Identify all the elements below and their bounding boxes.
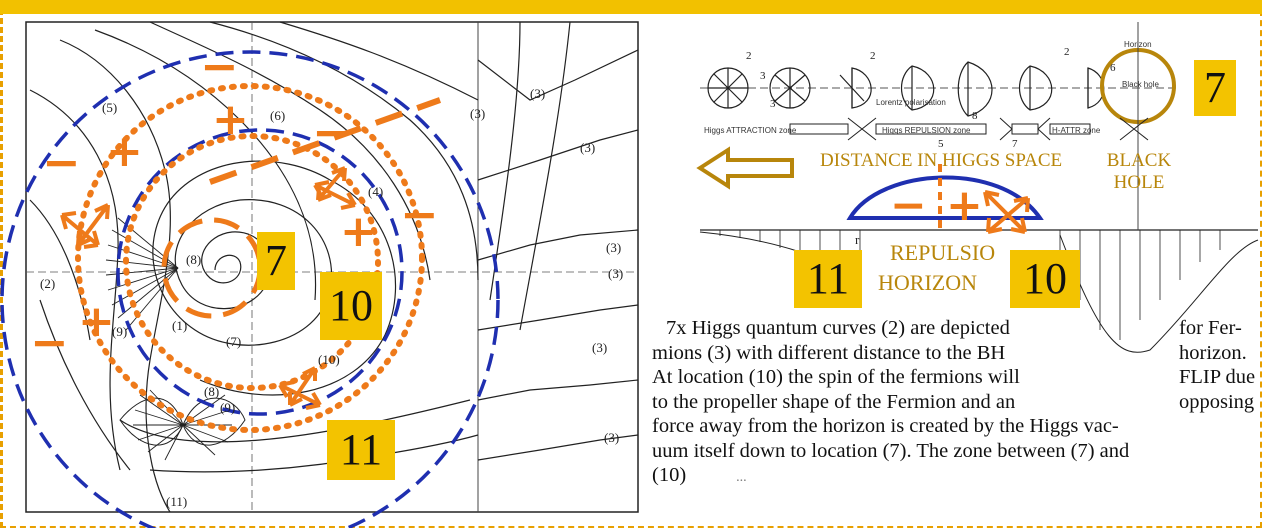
propeller-shape bbox=[119, 397, 246, 446]
badge-7-left: 7 bbox=[257, 232, 295, 290]
orange-dashed-diagonal bbox=[208, 97, 442, 185]
curve-label-3f: (3) bbox=[604, 430, 620, 445]
curve-label-2: (2) bbox=[40, 276, 56, 291]
plus-sign: + bbox=[946, 180, 983, 231]
num-label: 3 bbox=[770, 98, 776, 110]
badge-10-left: 10 bbox=[320, 272, 382, 340]
caption-line: (10) bbox=[652, 464, 687, 487]
badge-11-left: 11 bbox=[327, 420, 395, 480]
zone-bars bbox=[789, 117, 1149, 141]
num-label: 8 bbox=[972, 110, 978, 122]
num-label: 2 bbox=[746, 50, 752, 62]
caption-line: At location (10) the spin of the fermion… bbox=[652, 366, 1020, 389]
plus-sign: + bbox=[212, 94, 249, 145]
distance-arrow bbox=[696, 146, 794, 190]
plus-sign: + bbox=[106, 126, 143, 177]
curve-label-3b: (3) bbox=[530, 86, 546, 101]
curve-label-3g: (3) bbox=[608, 266, 624, 281]
badge-11-right: 11 bbox=[794, 250, 862, 308]
repulsion-curve bbox=[1059, 234, 1259, 353]
repulsion-label: REPULSIO bbox=[890, 240, 996, 265]
top-band bbox=[0, 0, 1262, 14]
minus-sign: − bbox=[200, 39, 239, 93]
badge-10-right: 10 bbox=[1010, 250, 1080, 308]
black-hole-label: BLACK HOLE bbox=[1106, 150, 1172, 193]
caption-line: force away from the horizon is created b… bbox=[652, 415, 1119, 437]
num-label: 2 bbox=[870, 50, 876, 62]
orange-dotted-circle-outer bbox=[75, 83, 425, 433]
caption-line: horizon. bbox=[1179, 341, 1247, 364]
curve-label-8b: (8) bbox=[204, 384, 220, 399]
horizon-small-label: Horizon bbox=[1124, 40, 1152, 49]
minus-sign: − bbox=[42, 135, 81, 189]
orange-double-arrow-right bbox=[983, 190, 1030, 234]
minus-sign: − bbox=[400, 187, 439, 241]
repulsion-zone-label: Higgs REPULSION zone bbox=[882, 126, 971, 135]
num-label: 6 bbox=[1110, 62, 1116, 74]
distance-in-higgs-space-label: DISTANCE IN HIGGS SPACE bbox=[820, 150, 1063, 171]
minus-sign: − bbox=[30, 315, 69, 369]
curve-label-5: (5) bbox=[102, 100, 118, 115]
fermion-propellers bbox=[707, 61, 1105, 117]
lorentz-polarisation-label: Lorentz polarisation bbox=[876, 98, 946, 107]
curve-label-3e: (3) bbox=[592, 340, 608, 355]
orange-double-arrows bbox=[60, 166, 357, 410]
curve-label-8: (8) bbox=[186, 252, 202, 267]
caption-line: opposing bbox=[1179, 390, 1255, 413]
repulsion-dome bbox=[846, 175, 1044, 220]
caption-ellipsis: ... bbox=[736, 470, 747, 486]
horizon-label: HORIZON bbox=[878, 270, 977, 295]
caption-line: 7x Higgs quantum curves (2) are depicted bbox=[666, 317, 1010, 339]
curve-label-6: (6) bbox=[270, 108, 286, 123]
blue-dashed-circle-outer bbox=[0, 50, 500, 528]
curve-label-7: (7) bbox=[226, 334, 242, 349]
left-diagram-border bbox=[25, 21, 639, 513]
curve-label-3c: (3) bbox=[580, 140, 596, 155]
plus-sign: + bbox=[340, 206, 377, 257]
h-attr-zone-label: H-ATTR zone bbox=[1052, 126, 1101, 135]
orange-dashed-circle-small bbox=[161, 217, 263, 319]
r-label: r bbox=[855, 232, 860, 247]
caption-line: to the propeller shape of the Fermion an… bbox=[652, 390, 1016, 413]
caption-line: for Fer- bbox=[1179, 317, 1242, 339]
caption-line: uum itself down to location (7). The zon… bbox=[652, 439, 1130, 462]
num-label: 7 bbox=[1012, 138, 1018, 150]
orange-dotted-circle-inner bbox=[123, 133, 381, 391]
badge-7-right: 7 bbox=[1194, 60, 1236, 116]
curve-label-9b: (9) bbox=[220, 400, 236, 415]
num-label: 2 bbox=[1064, 46, 1070, 58]
num-label: 3 bbox=[760, 70, 766, 82]
minus-sign: − bbox=[890, 180, 927, 231]
curve-label-1: (1) bbox=[172, 318, 188, 333]
attraction-zone-label: Higgs ATTRACTION zone bbox=[704, 126, 797, 135]
curve-label-4: (4) bbox=[368, 184, 384, 199]
blue-dashed-circle-inner bbox=[116, 128, 404, 416]
minus-sign: − bbox=[312, 105, 351, 159]
black-hole-small-label: Black hole bbox=[1122, 80, 1159, 89]
caption-line: mions (3) with different distance to the… bbox=[652, 341, 1006, 364]
num-label: 5 bbox=[938, 138, 944, 150]
curve-label-3d: (3) bbox=[606, 240, 622, 255]
curve-label-3a: (3) bbox=[470, 106, 486, 121]
curve-label-10: (10) bbox=[318, 352, 340, 367]
plus-sign: + bbox=[78, 296, 115, 347]
curve-label-11: (11) bbox=[166, 494, 188, 509]
caption-line: FLIP due bbox=[1179, 366, 1256, 389]
curve-label-9: (9) bbox=[112, 324, 128, 339]
